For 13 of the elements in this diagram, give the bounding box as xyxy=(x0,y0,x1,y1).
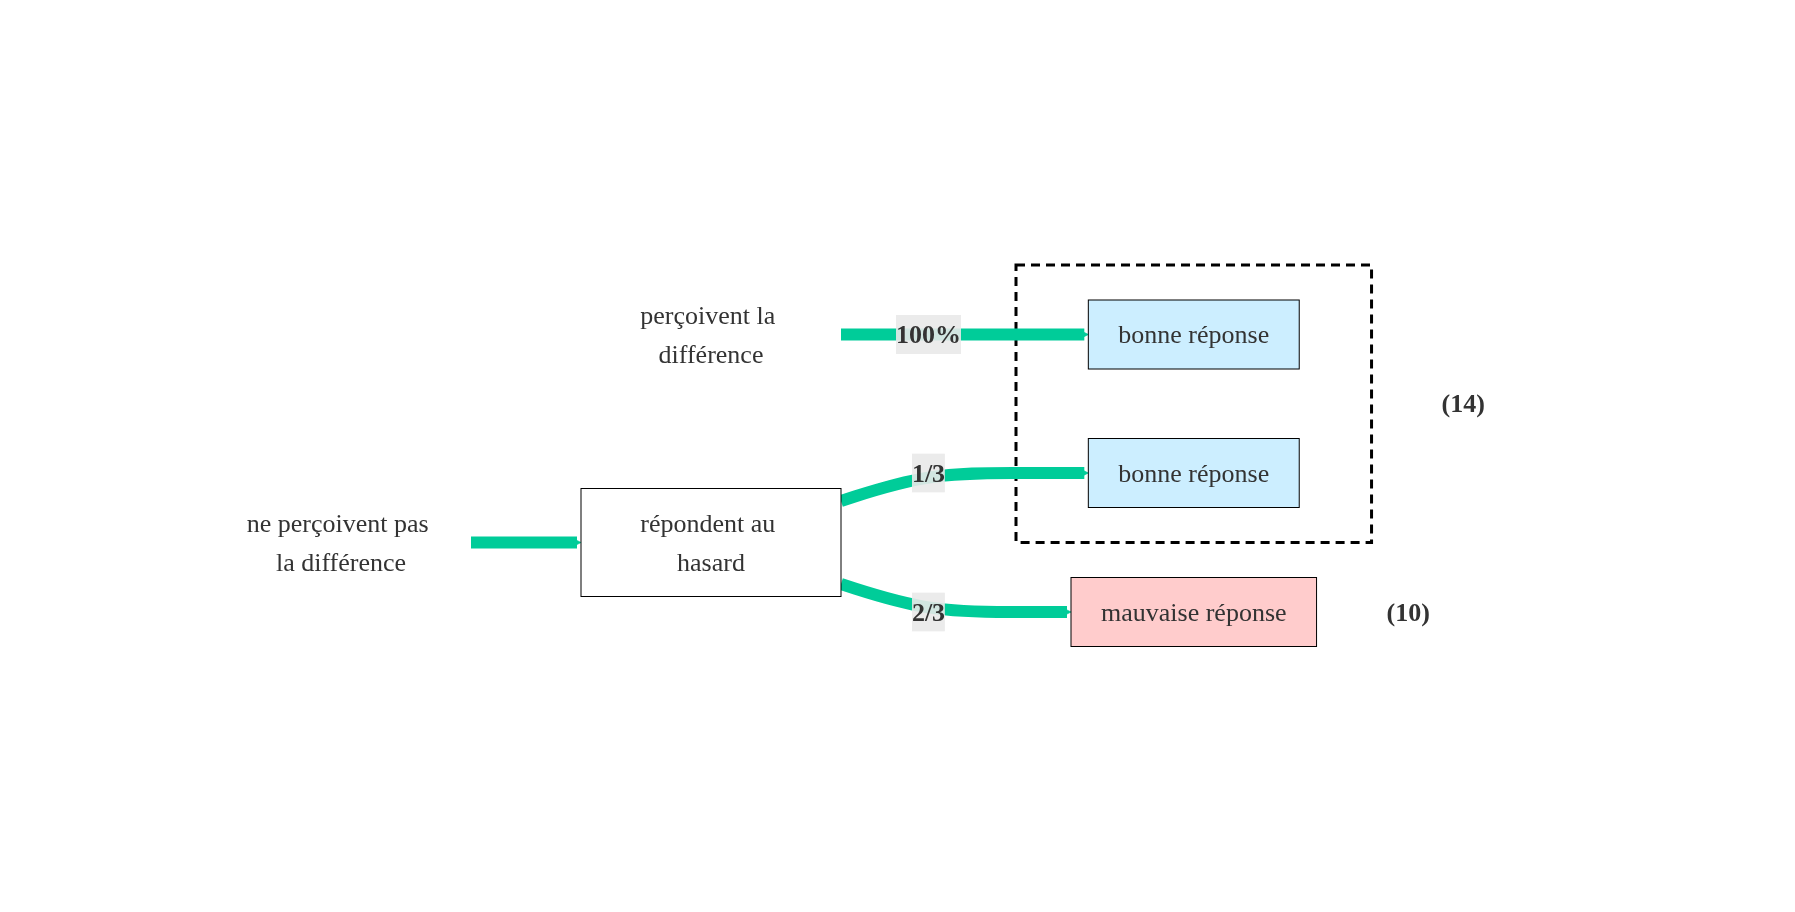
node-box: mauvaise réponse xyxy=(1070,577,1317,648)
cluster xyxy=(1014,263,1373,545)
edge-label: 1/3 xyxy=(911,458,945,488)
node-label: (14) xyxy=(1441,389,1485,419)
node-text: ne perçoivent pas la différence xyxy=(246,508,429,577)
node-box: bonne réponse xyxy=(1087,299,1300,370)
edge-label: 100% xyxy=(895,320,961,350)
node-text: perçoivent la différence xyxy=(639,300,775,369)
node-box: bonne réponse xyxy=(1087,438,1300,509)
arrow xyxy=(470,536,581,549)
node-box: répondent au hasard xyxy=(580,488,842,598)
edge-label: 2/3 xyxy=(911,597,945,627)
node-label: (10) xyxy=(1386,597,1430,627)
